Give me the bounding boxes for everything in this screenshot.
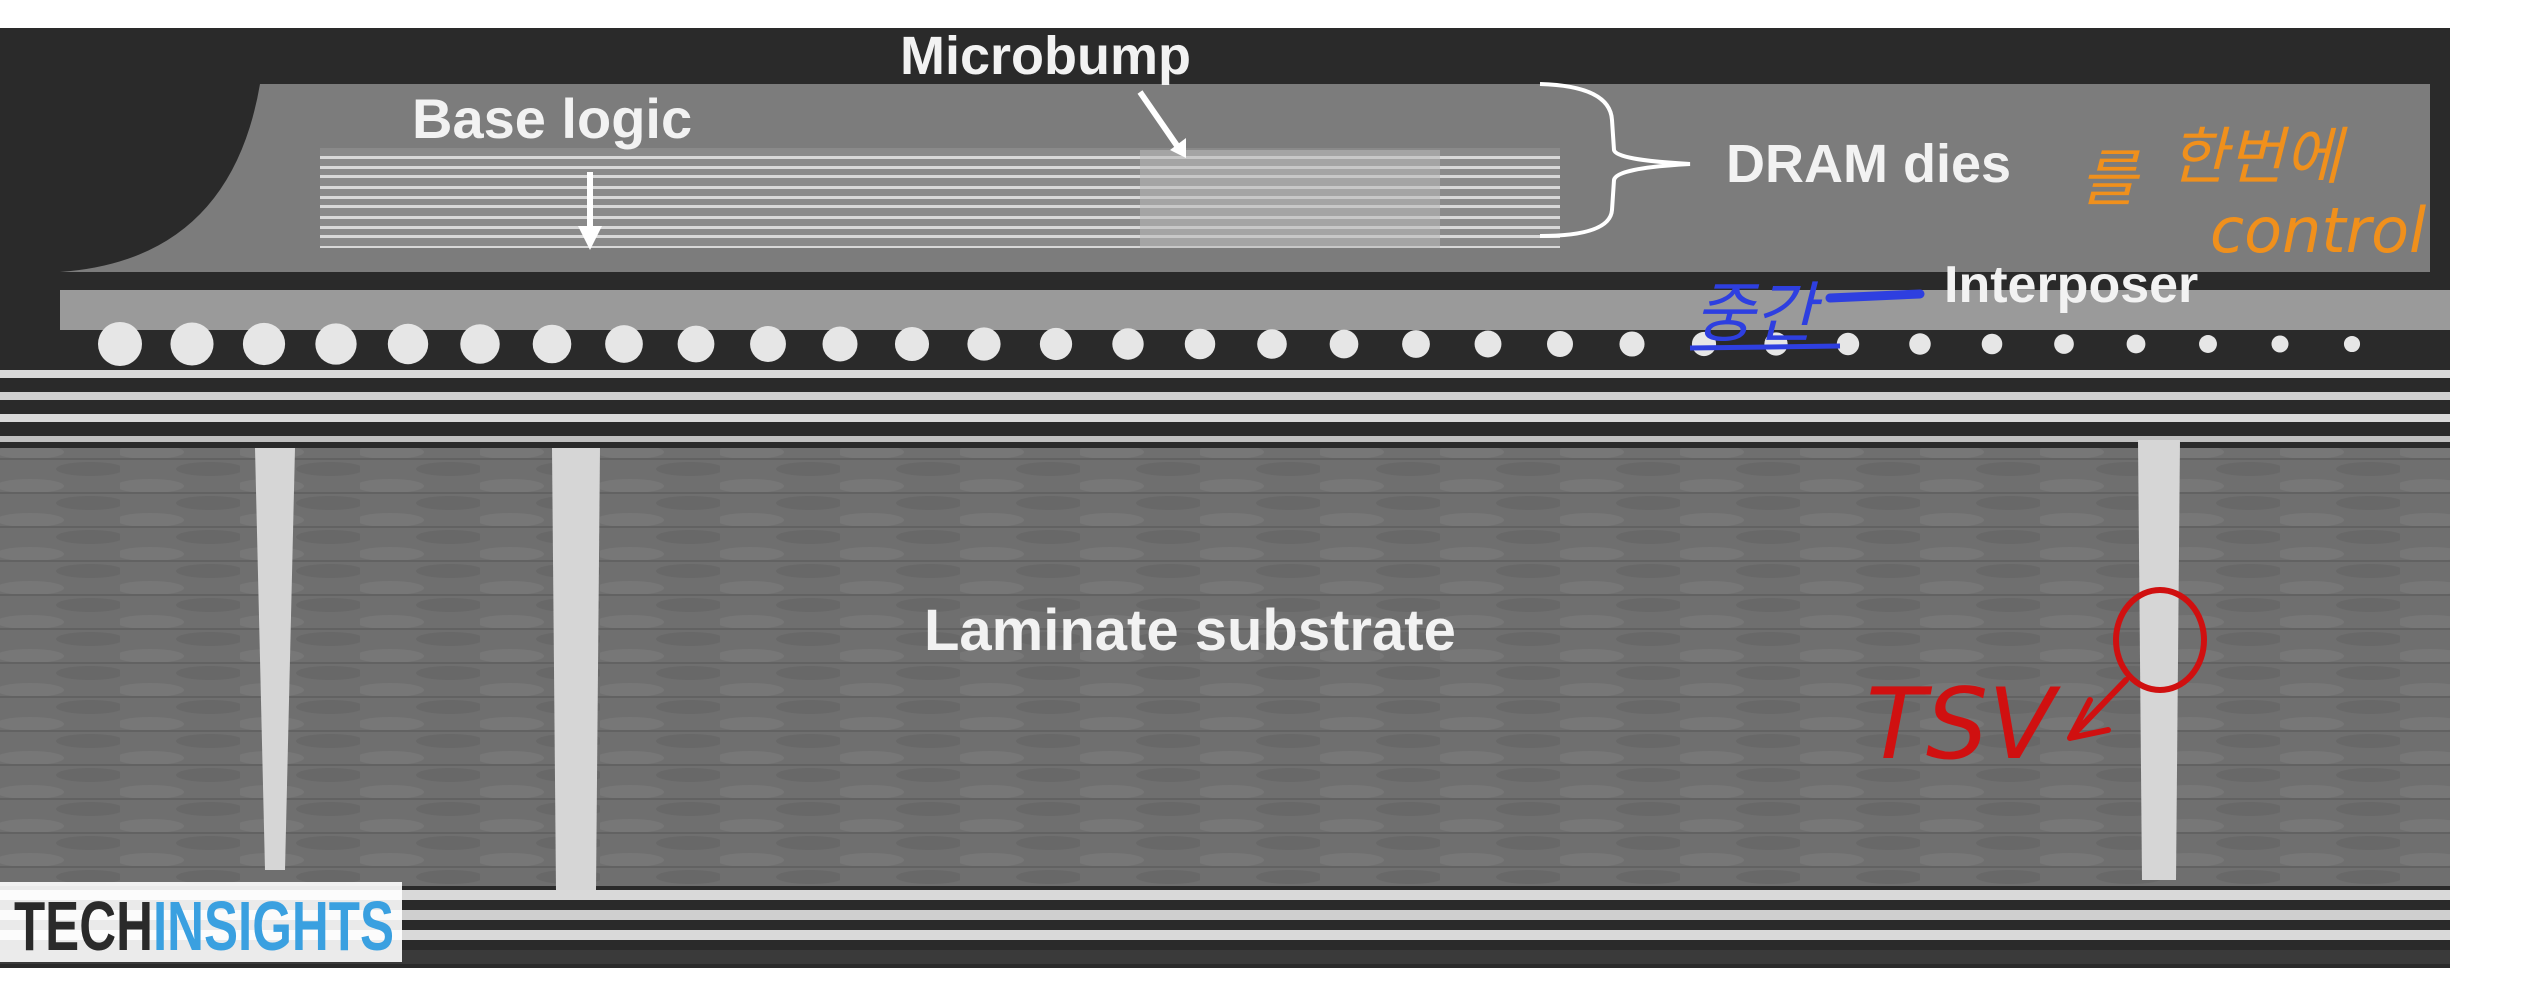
solder-bump [243,323,285,365]
base-logic-label: Base logic [412,87,692,150]
solder-bump [2199,335,2217,353]
solder-bump [1982,334,2003,355]
solder-bump [1837,333,1859,355]
solder-bump [967,327,1000,360]
solder-bump [2272,336,2289,353]
control-annotation: control [2210,194,2426,267]
solder-bump [1112,328,1143,359]
microbump-array [1140,150,1440,248]
solder-bump [533,325,572,364]
laminate-substrate [0,448,2450,886]
techinsights-logo: TECHINSIGHTS [0,882,402,965]
solder-bump [170,322,213,365]
solder-bump [460,324,500,364]
substrate-label: Laminate substrate [924,598,1456,663]
microbump-label: Microbump [900,26,1191,86]
korean-particle-annotation: 를 [2080,142,2141,215]
solder-bump [2054,334,2074,354]
solder-bump [1547,331,1573,357]
solder-bump [1330,330,1359,359]
solder-bump [1257,329,1287,359]
solder-bump [605,325,643,363]
tsv-annotation: TSV [1866,668,2061,782]
solder-bump [1475,331,1502,358]
interposer-dash-icon [1830,294,1920,298]
solder-bump [2344,336,2360,352]
solder-bump [678,326,715,363]
solder-bump [388,324,428,364]
solder-bump [895,327,929,361]
korean-once-annotation: 한번에 [2170,120,2348,193]
solder-bump [315,323,356,364]
solder-bump [823,327,858,362]
dram-dies-label: DRAM dies [1726,134,2011,194]
interposer-label: Interposer [1944,256,2198,314]
svg-text:TECHINSIGHTS: TECHINSIGHTS [14,887,394,965]
solder-bump [1040,328,1072,360]
korean-underline-icon [1690,346,1840,348]
solder-bump [1185,329,1216,360]
solder-bump [1402,330,1430,358]
solder-bump [2127,335,2146,354]
solder-bump [750,326,786,362]
solder-bump [1909,333,1931,355]
solder-bump [98,322,142,366]
solder-bump [1619,331,1644,356]
korean-middle-annotation: 중간 [1694,275,1823,352]
